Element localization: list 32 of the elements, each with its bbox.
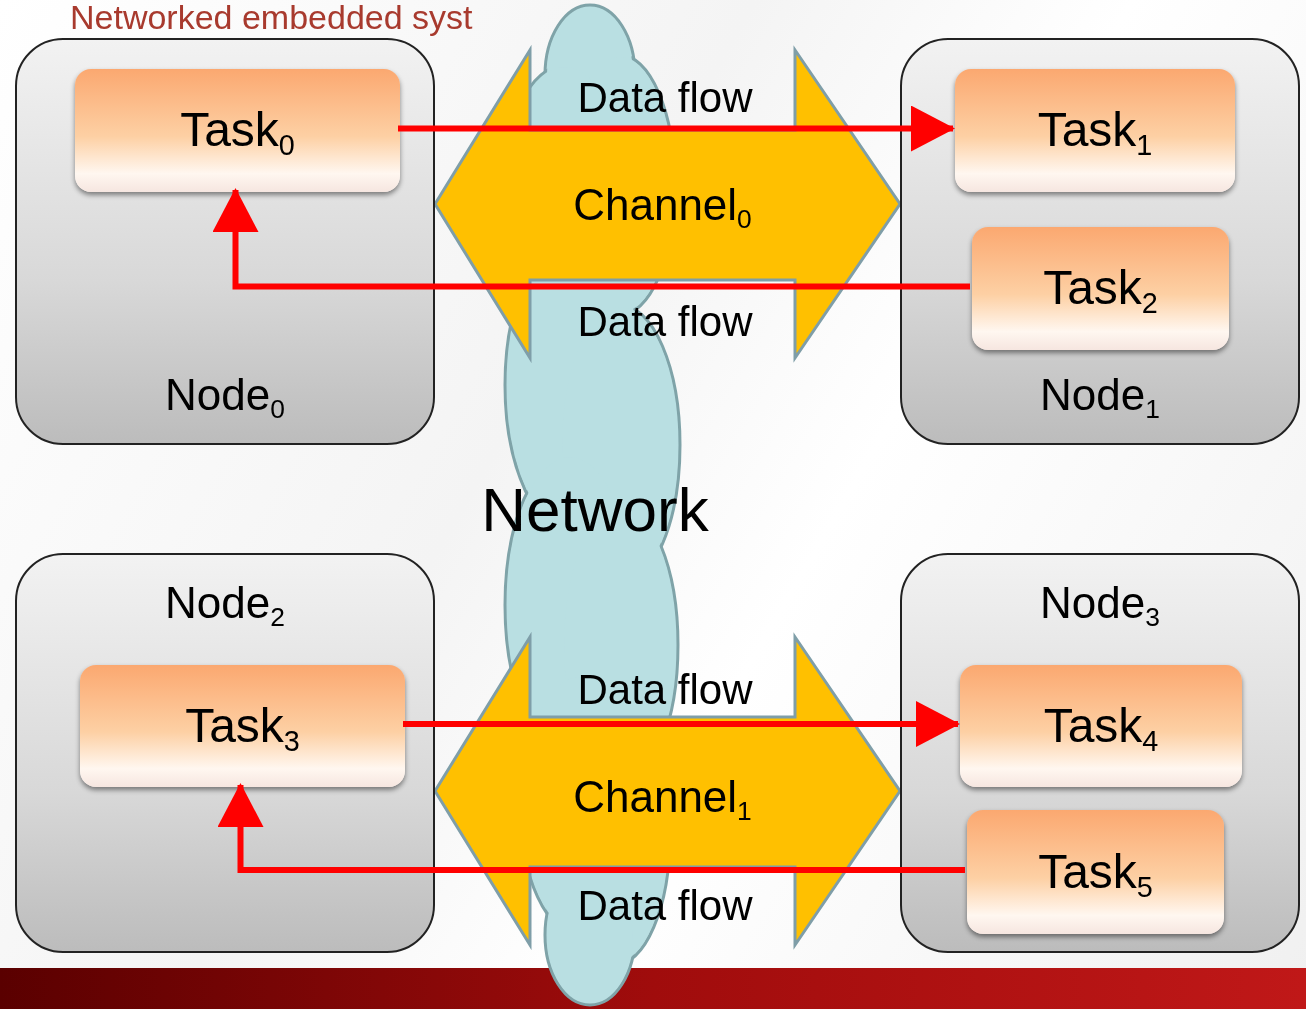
node-panel xyxy=(900,38,1300,445)
node-panel xyxy=(15,38,435,445)
task-box xyxy=(955,69,1235,192)
arrow xyxy=(212,188,970,290)
task-box xyxy=(967,810,1224,934)
task-label: Task$_{1}$ xyxy=(1037,104,1153,157)
node-panel xyxy=(900,553,1300,953)
task-label: Task$_{5}$ xyxy=(1038,845,1153,899)
node-label: Node$_{0}$ xyxy=(165,370,285,419)
task-box xyxy=(960,665,1242,787)
arrow xyxy=(403,701,960,747)
task-box xyxy=(75,69,400,192)
node-label: Node$_{2}$ xyxy=(165,579,285,628)
network-label: Network xyxy=(481,475,709,545)
task-label: Task$_{4}$ xyxy=(1043,699,1159,753)
node-panel xyxy=(15,553,435,953)
arrow xyxy=(398,105,955,152)
task-label: Task$_{0}$ xyxy=(180,104,295,157)
node-label: Node$_{1}$ xyxy=(1040,370,1160,419)
task-box xyxy=(972,227,1229,350)
node-label: Node$_{3}$ xyxy=(1040,579,1160,628)
slide-title: Networked embedded syst xyxy=(70,0,473,37)
task-label: Task$_{2}$ xyxy=(1043,262,1158,315)
task-box xyxy=(80,665,405,787)
edge-label: Data flow xyxy=(577,882,753,930)
edge-label: Data flow xyxy=(577,74,753,122)
edge-label: Data flow xyxy=(577,298,753,346)
channel-label: Channel$_{1}$ xyxy=(573,772,752,822)
channel-label: Channel$_{0}$ xyxy=(573,180,752,230)
edge-label: Data flow xyxy=(577,666,753,714)
task-label: Task$_{3}$ xyxy=(185,699,300,753)
arrow xyxy=(217,783,965,873)
